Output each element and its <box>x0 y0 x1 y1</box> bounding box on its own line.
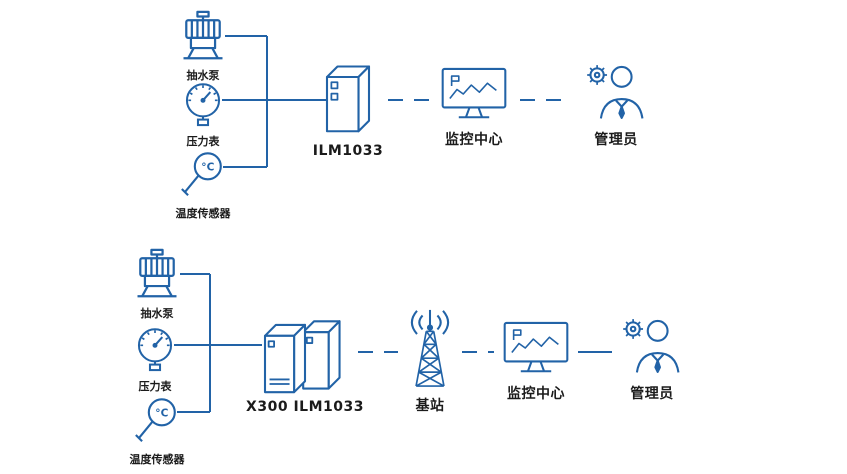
gauge-label: 压力表 <box>138 380 172 393</box>
base-station-tower-icon <box>404 306 456 390</box>
device-label: X300 ILM1033 <box>246 399 364 415</box>
temp-label: 温度传感器 <box>175 207 231 220</box>
pressure-gauge-icon <box>133 325 177 373</box>
node-temp-top: 温度传感器 <box>168 150 238 221</box>
monitor-label: 监控中心 <box>507 386 565 402</box>
station-label: 基站 <box>415 398 445 414</box>
pressure-gauge-icon <box>181 80 225 128</box>
node-admin-bottom: 管理员 <box>614 314 690 403</box>
temperature-sensor-icon <box>178 150 228 200</box>
node-admin-top: 管理员 <box>578 60 654 149</box>
pump-icon <box>175 10 231 62</box>
node-monitor-top: 监控中心 <box>436 64 512 149</box>
monitoring-center-icon <box>502 318 570 378</box>
node-monitor-bottom: 监控中心 <box>498 318 574 403</box>
node-device-top: ILM1033 <box>310 58 386 159</box>
pump-icon <box>129 248 185 300</box>
temperature-sensor-icon <box>132 396 182 446</box>
gateway-device-icon <box>320 58 376 138</box>
monitor-label: 监控中心 <box>445 132 503 148</box>
pump-label: 抽水泵 <box>186 69 220 82</box>
gauge-label: 压力表 <box>186 135 220 148</box>
node-device-bottom: X300 ILM1033 <box>246 314 363 415</box>
device-label: ILM1033 <box>312 143 384 159</box>
pump-label: 抽水泵 <box>140 307 174 320</box>
administrator-icon <box>582 60 650 124</box>
temp-label: 温度传感器 <box>129 453 185 466</box>
admin-label: 管理员 <box>630 386 674 402</box>
admin-label: 管理员 <box>594 132 638 148</box>
node-pump-top: 抽水泵 <box>172 10 234 83</box>
node-gauge-bottom: 压力表 <box>128 325 182 394</box>
gateway-device-pair-icon <box>257 314 353 394</box>
node-pump-bottom: 抽水泵 <box>126 248 188 321</box>
node-station-bottom: 基站 <box>402 306 458 415</box>
monitoring-center-icon <box>440 64 508 124</box>
node-temp-bottom: 温度传感器 <box>122 396 192 467</box>
administrator-icon <box>618 314 686 378</box>
node-gauge-top: 压力表 <box>176 80 230 149</box>
